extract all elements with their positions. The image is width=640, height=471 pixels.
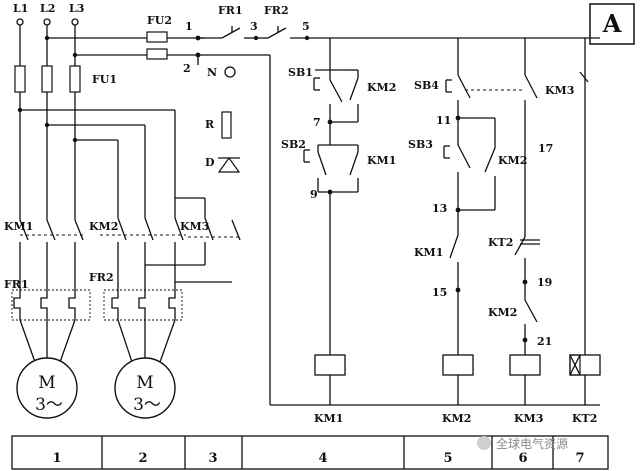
panel-letter-box <box>589 3 635 45</box>
zone-1: 1 <box>52 451 61 466</box>
control-left-rail <box>205 54 600 406</box>
control-top-bus: 1 FR1 FR2 3 5 <box>185 4 600 41</box>
label-km1-aux-low: KM1 <box>414 246 443 259</box>
coil-label-km1: KM1 <box>314 412 343 425</box>
motor-1-symbol: M <box>38 373 55 393</box>
label-fr1-top: FR1 <box>218 4 243 17</box>
phase-label-l1: L1 <box>13 2 28 15</box>
label-fr2-power: FR2 <box>89 271 114 284</box>
node-11: 11 <box>436 114 451 127</box>
node-3: 3 <box>250 20 258 33</box>
phase-terminals: L1 L2 L3 <box>13 2 84 26</box>
motor-1 <box>16 357 78 419</box>
label-fu1: FU1 <box>92 73 117 86</box>
km1-branch: SB1 KM2 7 SB2 KM1 9 KM1 <box>281 38 396 425</box>
thermal-relays: FR1 FR2 <box>4 271 183 321</box>
node-7: 7 <box>313 116 321 129</box>
label-d: D <box>205 156 215 169</box>
label-km1-aux: KM1 <box>367 154 396 167</box>
fu1-fuses: FU1 <box>14 65 117 93</box>
label-km1-power: KM1 <box>4 220 33 233</box>
node-19: 19 <box>537 276 552 289</box>
zone-6: 6 <box>518 451 527 466</box>
label-km2-aux-mid: KM2 <box>498 154 527 167</box>
label-r: R <box>205 118 215 131</box>
power-phase-wires <box>19 25 205 220</box>
neutral-node: 2 N <box>183 52 236 79</box>
label-km3-aux: KM3 <box>545 84 574 97</box>
label-sb1: SB1 <box>288 66 313 79</box>
label-fu2: FU2 <box>147 14 172 27</box>
label-km2-aux-top: KM2 <box>367 81 396 94</box>
label-km2-aux-low: KM2 <box>488 306 517 319</box>
label-sb2: SB2 <box>281 138 306 151</box>
motor2-feeders <box>17 107 206 218</box>
label-sb4: SB4 <box>414 79 439 92</box>
coil-label-km3: KM3 <box>514 412 543 425</box>
motor-2-symbol: M <box>136 373 153 393</box>
zone-3: 3 <box>208 451 217 466</box>
node-5: 5 <box>302 20 310 33</box>
motor-1-phase: 3～ <box>35 395 63 415</box>
zone-7: 7 <box>575 451 584 466</box>
label-n: N <box>207 66 217 79</box>
label-sb3: SB3 <box>408 138 433 151</box>
node-9: 9 <box>310 188 318 201</box>
node-2: 2 <box>183 62 191 75</box>
watermark: 全球电气资源 <box>477 436 568 451</box>
zone-table: 1 2 3 4 5 6 7 <box>11 435 609 470</box>
fu2-fuse: FU2 <box>146 14 172 60</box>
motor-2-phase: 3～ <box>133 395 161 415</box>
zone-4: 4 <box>318 451 327 466</box>
phase-label-l2: L2 <box>40 2 55 15</box>
node-17: 17 <box>538 142 553 155</box>
motors: M 3～ M 3～ <box>16 319 176 419</box>
resistor-diode: R D <box>205 111 241 173</box>
km2-branch: SB4 11 SB3 KM2 13 KM1 15 KM2 <box>408 38 527 425</box>
wechat-icon <box>477 436 491 450</box>
motor-2 <box>114 357 176 419</box>
node-13: 13 <box>432 202 447 215</box>
kt2-branch: KT2 <box>569 38 601 425</box>
power-contacts: KM1 KM2 KM3 <box>4 217 241 290</box>
zone-5: 5 <box>443 451 452 466</box>
node-15: 15 <box>432 286 447 299</box>
label-km2-power: KM2 <box>89 220 118 233</box>
coil-label-kt2: KT2 <box>572 412 597 425</box>
coil-label-km2: KM2 <box>442 412 471 425</box>
km3-branch: 17 KT2 19 KM2 21 KM3 KM3 <box>488 38 589 425</box>
node-1: 1 <box>185 20 193 33</box>
label-kt2-contact: KT2 <box>488 236 513 249</box>
phase-label-l3: L3 <box>69 2 84 15</box>
label-fr2-top: FR2 <box>264 4 289 17</box>
label-fr1-power: FR1 <box>4 278 29 291</box>
panel-letter: A <box>602 9 622 38</box>
zone-2: 2 <box>138 451 147 466</box>
node-21: 21 <box>537 335 552 348</box>
label-km3-power: KM3 <box>180 220 209 233</box>
watermark-text: 全球电气资源 <box>496 436 568 451</box>
